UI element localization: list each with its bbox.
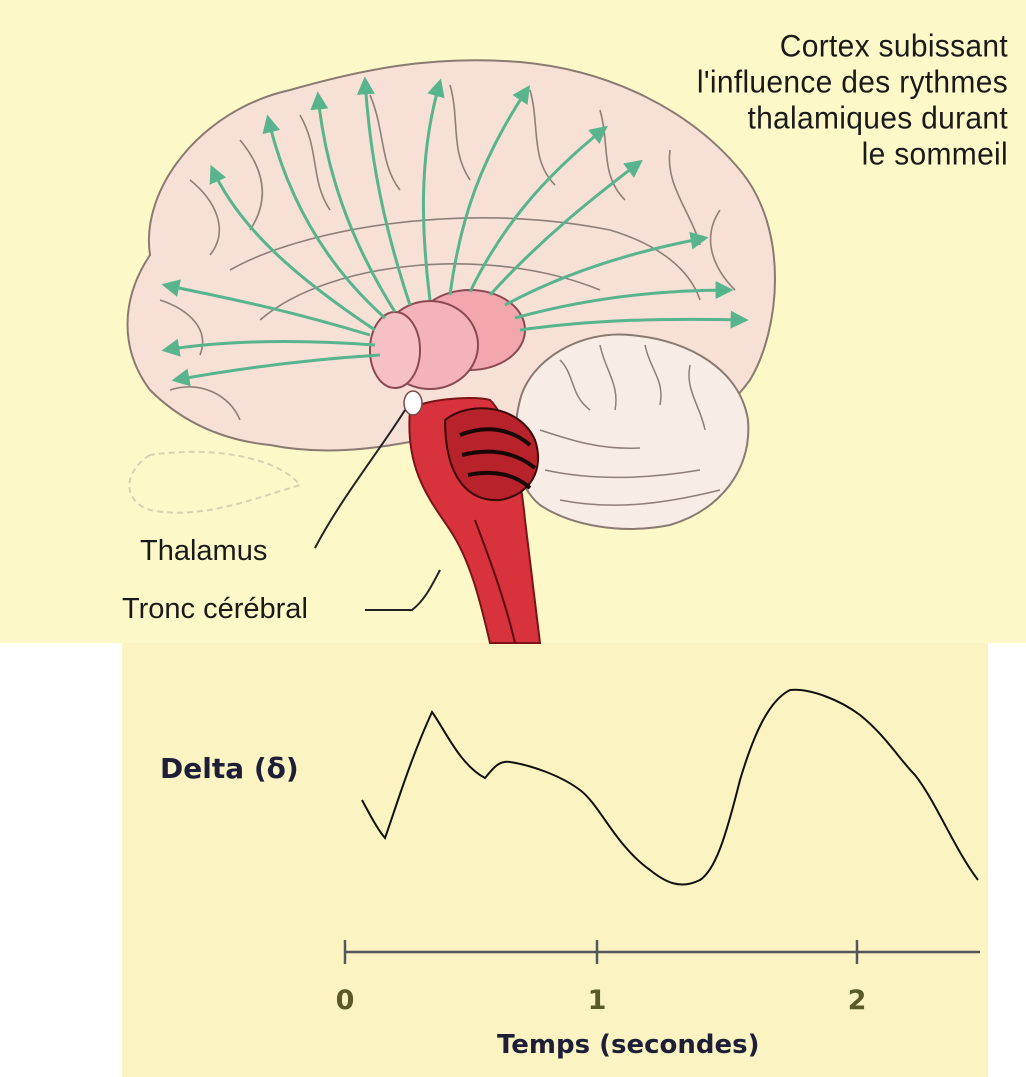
delta-wave-trace	[362, 690, 978, 885]
time-axis	[345, 940, 980, 964]
olfactory-outline	[129, 452, 300, 513]
cerebellum	[515, 334, 748, 528]
cortex-caption-line-1: Cortex subissant	[780, 29, 1008, 65]
brainstem-leader-line	[365, 570, 440, 610]
tick-label-2: 2	[848, 985, 867, 1016]
cortex-caption-line-4: le sommeil	[862, 137, 1008, 173]
tick-label-1: 1	[588, 985, 607, 1016]
thalamus-label: Thalamus	[140, 535, 267, 568]
tick-label-0: 0	[336, 985, 355, 1016]
brainstem-label: Tronc cérébral	[122, 593, 308, 626]
thalamus-inner	[370, 312, 420, 388]
time-axis-label: Temps (secondes)	[497, 1030, 760, 1060]
cortex-caption-line-2: l'influence des rythmes	[697, 65, 1008, 101]
delta-wave-label: Delta (δ)	[160, 752, 299, 785]
cortex-caption-line-3: thalamiques durant	[747, 101, 1008, 137]
white-nucleus	[404, 391, 422, 415]
